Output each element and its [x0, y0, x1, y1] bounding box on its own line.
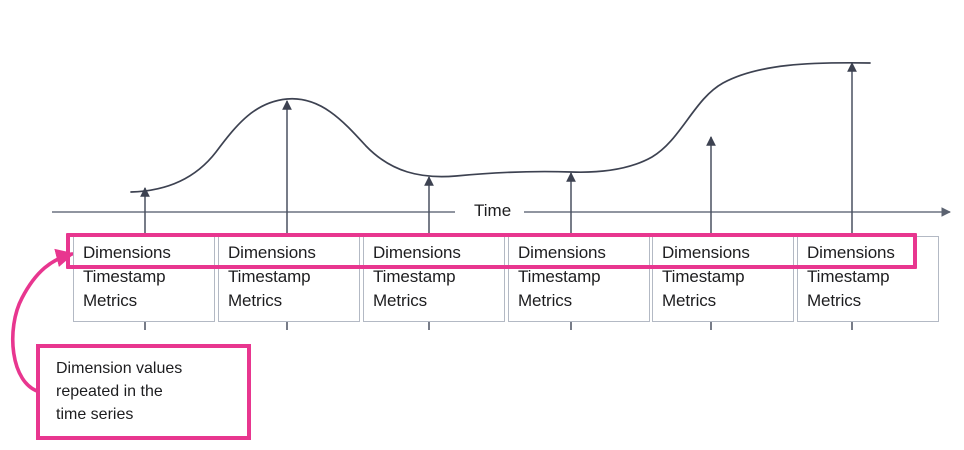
record-field-timestamp: Timestamp	[807, 267, 890, 286]
record-box-3[interactable]: Dimensions Timestamp Metrics	[363, 236, 505, 322]
record-field-dimensions: Dimensions	[662, 243, 750, 262]
record-field-metrics: Metrics	[662, 291, 717, 310]
callout-line-1: Dimension values	[56, 360, 183, 377]
record-field-timestamp: Timestamp	[228, 267, 311, 286]
record-field-dimensions: Dimensions	[228, 243, 316, 262]
record-field-metrics: Metrics	[807, 291, 862, 310]
callout-line-2: repeated in the	[56, 383, 163, 400]
record-box-2[interactable]: Dimensions Timestamp Metrics	[218, 236, 360, 322]
record-field-metrics: Metrics	[83, 291, 138, 310]
record-field-dimensions: Dimensions	[807, 243, 895, 262]
record-field-dimensions: Dimensions	[83, 243, 171, 262]
record-field-dimensions: Dimensions	[373, 243, 461, 262]
dimension-values-callout: Dimension values repeated in the time se…	[36, 344, 251, 440]
record-field-timestamp: Timestamp	[373, 267, 456, 286]
dimensions-row-highlight	[66, 233, 917, 269]
record-box-1[interactable]: Dimensions Timestamp Metrics	[73, 236, 215, 322]
callout-line-3: time series	[56, 406, 134, 423]
time-series-curve	[130, 61, 871, 193]
record-box-6[interactable]: Dimensions Timestamp Metrics	[797, 236, 939, 322]
time-axis-label: Time	[466, 201, 520, 221]
record-box-4[interactable]: Dimensions Timestamp Metrics	[508, 236, 650, 322]
record-field-metrics: Metrics	[228, 291, 283, 310]
record-field-timestamp: Timestamp	[662, 267, 745, 286]
record-field-dimensions: Dimensions	[518, 243, 606, 262]
record-field-metrics: Metrics	[373, 291, 428, 310]
record-field-timestamp: Timestamp	[518, 267, 601, 286]
record-field-timestamp: Timestamp	[83, 267, 166, 286]
record-field-metrics: Metrics	[518, 291, 573, 310]
